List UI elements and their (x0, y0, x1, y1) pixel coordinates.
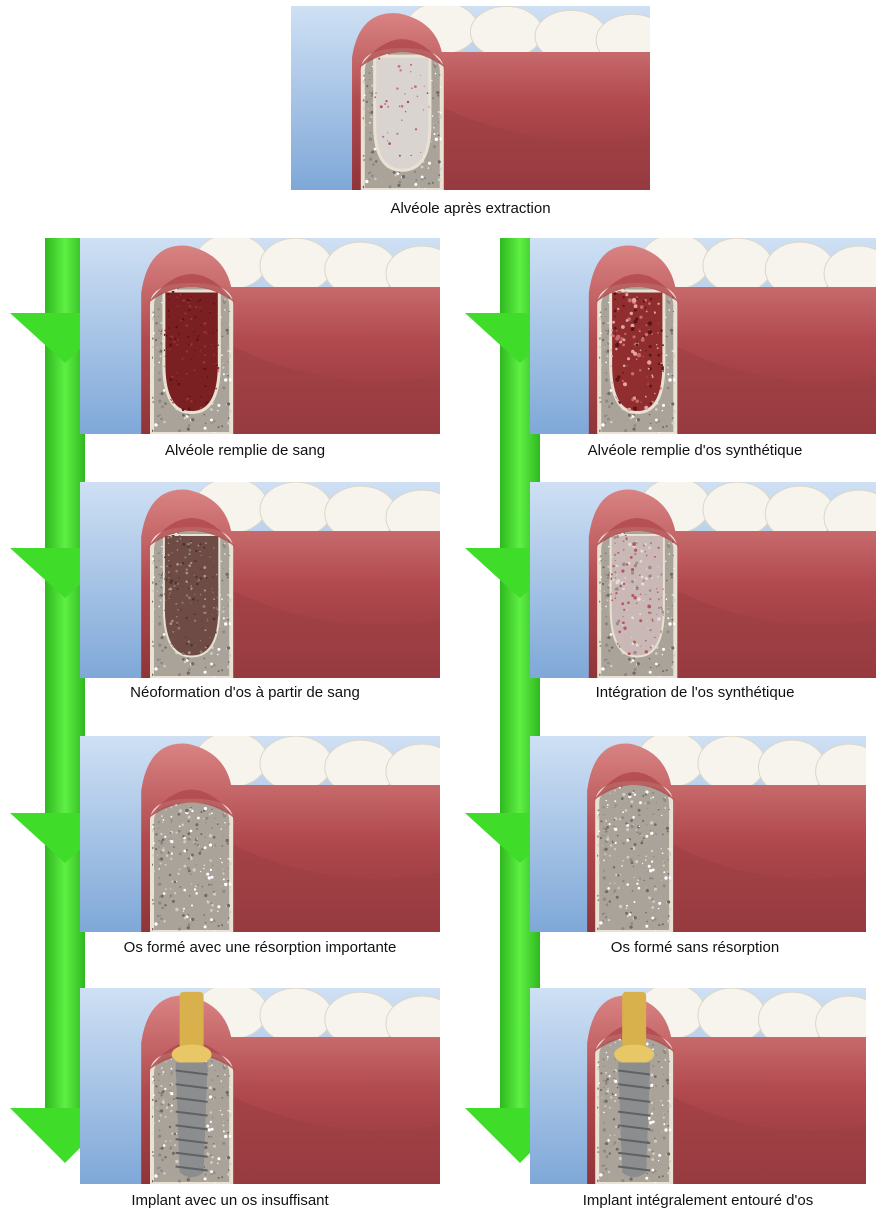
arrow-shaft (45, 238, 85, 1138)
illustration-bone-no-resorption (530, 736, 866, 932)
caption-right-1: Alvéole remplie d'os synthétique (545, 442, 845, 459)
panel-right-1 (530, 238, 876, 434)
illustration-socket-blood (80, 238, 440, 434)
illustration-implant-full-bone (530, 988, 866, 1184)
panel-right-3 (530, 736, 866, 932)
panel-right-4 (530, 988, 866, 1184)
caption-left-3: Os formé avec une résorption importante (80, 939, 440, 956)
caption-left-2: Néoformation d'os à partir de sang (80, 684, 410, 701)
caption-top: Alvéole après extraction (291, 200, 650, 217)
illustration-resorbed-bone (80, 736, 440, 932)
illustration-socket-synthetic (530, 238, 876, 434)
illustration-implant-insufficient-bone (80, 988, 440, 1184)
panel-right-2 (530, 482, 876, 678)
panel-left-3 (80, 736, 440, 932)
caption-right-2: Intégration de l'os synthétique (545, 684, 845, 701)
caption-left-1: Alvéole remplie de sang (80, 442, 410, 459)
illustration-synthetic-integration (530, 482, 876, 678)
illustration-new-bone (80, 482, 440, 678)
caption-left-4: Implant avec un os insuffisant (100, 1192, 360, 1209)
empty-socket (375, 56, 430, 170)
panel-left-1 (80, 238, 440, 434)
caption-right-4: Implant intégralement entouré d'os (530, 1192, 866, 1209)
panel-left-4 (80, 988, 440, 1184)
caption-right-3: Os formé sans résorption (545, 939, 845, 956)
illustration-extraction-socket (291, 6, 650, 190)
panel-left-2 (80, 482, 440, 678)
panel-top (291, 6, 650, 190)
blood-clot (164, 291, 219, 413)
